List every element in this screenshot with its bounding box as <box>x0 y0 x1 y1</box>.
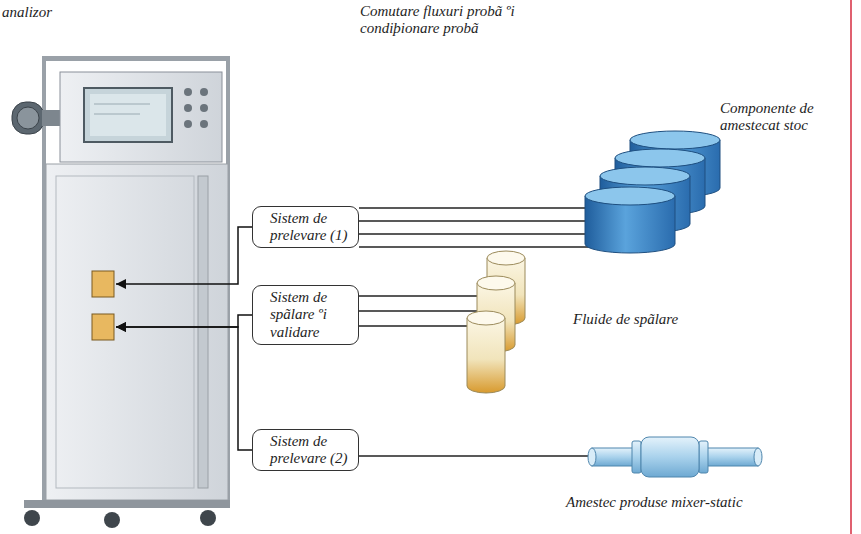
fluid-label: Fluide de spãlare <box>573 311 678 328</box>
process-box: Sistem de spãlare ºi validare <box>252 285 359 345</box>
unit-label: analizor <box>2 4 116 21</box>
box-text: Sistem de spãlare ºi validare <box>270 289 352 341</box>
flow-connector <box>116 315 252 327</box>
mixer-label: Amestec produse mixer-static <box>566 494 743 511</box>
process-box: Sistem de prelevare (1) <box>252 206 359 249</box>
box-text: Sistem de prelevare (2) <box>270 433 352 468</box>
analyzer-unit: analizor <box>2 4 116 530</box>
static-mixer <box>588 437 762 477</box>
flow-connector <box>116 327 252 450</box>
analyzer-picture <box>12 56 230 528</box>
flow-connector <box>116 227 252 284</box>
tank-label: Componente de amestecat stoc <box>720 100 845 135</box>
section-caption: Comutare fluxuri probã ºi condiþionare p… <box>360 3 540 38</box>
box-text: Sistem de prelevare (1) <box>270 210 352 245</box>
supply-lines <box>359 208 600 456</box>
page-rule <box>850 0 852 534</box>
fluid-containers <box>467 251 525 393</box>
stock-tanks <box>585 131 720 253</box>
process-box: Sistem de prelevare (2) <box>252 429 359 472</box>
